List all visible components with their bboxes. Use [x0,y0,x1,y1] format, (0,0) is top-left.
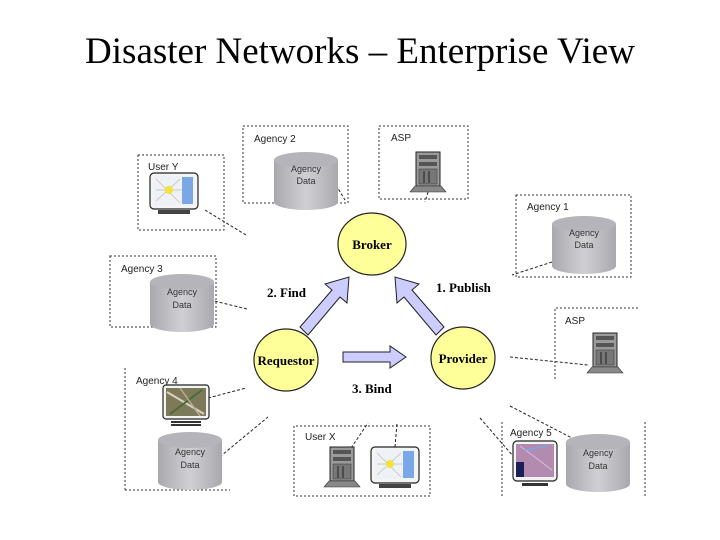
agency-1-label: Agency 1 [527,202,569,213]
agency-5-db-text-1: Agency [583,448,614,458]
bind-arrow [342,345,407,369]
agency-3-db-text-2: Data [172,300,191,310]
find-label: 2. Find [267,285,307,300]
connector-user-y [204,209,247,236]
asp-top-server-icon [409,151,447,193]
agency-2-db-text-2: Data [296,176,315,186]
publish-label: 1. Publish [436,280,492,295]
publish-arrow [394,276,445,336]
agency-4-db-text-1: Agency [175,447,206,457]
agency-2-box [242,125,349,204]
connector-agency-3 [209,299,248,310]
agency-2-label: Agency 2 [254,134,296,145]
broker-node [337,212,407,276]
agency-5-db-text-2: Data [588,461,607,471]
connector-user-x-server [350,422,369,449]
asp-right-server-icon [586,332,624,374]
agency-1-db-text-2: Data [574,240,593,250]
requestor-label: Requestor [257,353,314,368]
requestor-node [253,328,319,392]
user-y-label: User Y [148,162,179,173]
connector-agency-1 [511,261,553,276]
find-arrow [299,276,350,336]
agency-5-satellite-monitor-icon [512,440,558,486]
user-x-box [293,425,431,497]
agency-3-label: Agency 3 [121,264,163,275]
connector-agency-5-monitor [479,417,514,457]
connector-user-x-monitor [394,422,398,448]
agency-2-db-text-1: Agency [291,164,322,174]
asp-top-label: ASP [391,133,411,144]
connector-agency-4-monitor [207,387,247,399]
user-x-label: User X [305,432,336,443]
user-x-server-icon [323,446,361,488]
slide-title: Disaster Networks – Enterprise View [85,31,635,72]
agency-3-db-text-1: Agency [167,287,198,297]
connector-agency-4-db [215,416,269,461]
agency-4-db-text-2: Data [180,460,199,470]
agency-4-aerial-monitor-icon [162,384,210,426]
provider-node [430,326,496,390]
agency-5-box [501,420,646,496]
asp-top-box [378,125,469,200]
connector-asp-right [509,356,589,366]
broker-label: Broker [352,237,392,252]
agency-1-box [515,194,632,278]
agency-4-label: Agency 4 [136,376,178,387]
user-x-monitor-icon [370,446,420,489]
provider-label: Provider [439,351,488,366]
user-y-box [137,154,225,231]
bind-label: 3. Bind [352,381,393,396]
agency-5-label: Agency 5 [510,428,552,439]
connector-agency-5-db [509,405,573,439]
connector-asp-top [424,191,429,203]
user-y-monitor-icon [149,172,199,215]
asp-right-label: ASP [565,316,585,327]
agency-1-db-text-1: Agency [569,228,600,238]
agency-4-box [124,368,230,491]
